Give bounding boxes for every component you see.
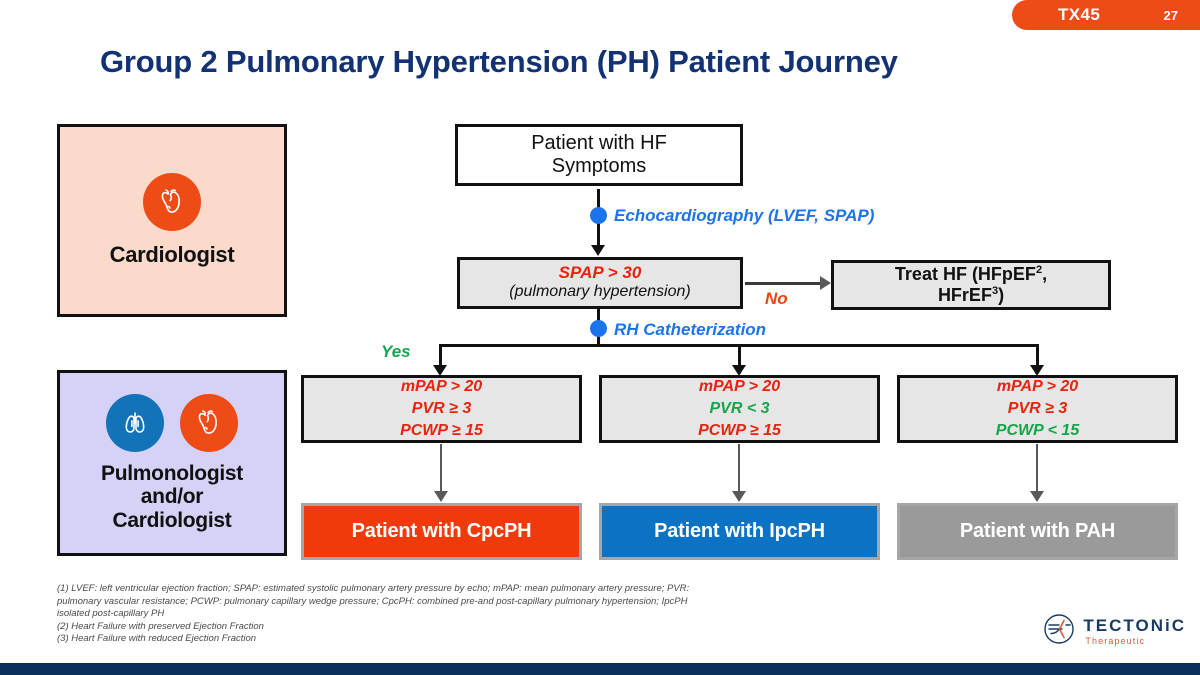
heart-icon [143,173,201,232]
role-icon-row-cardiologist [143,173,201,232]
criteria-ipcph-line-1: mPAP > 20 [698,377,781,395]
slide-page-number: 27 [1163,7,1178,23]
logo-tagline: Therapeutic [1085,636,1146,646]
flow-node-treat-hf: Treat HF (HFpEF2, HFrEF3) [831,260,1111,310]
treat-hf-prefix: Treat HF (HFpEF [894,264,1036,285]
step-label-rh-catheterization: RH Catheterization [614,320,767,339]
page-title: Group 2 Pulmonary Hypertension (PH) Pati… [100,44,898,79]
footnote-line-3: isolated post-capillary PH [57,608,165,620]
outcome-box-ipcph: Patient with IpcPH [599,503,880,560]
step-label-echocardiography: Echocardiography (LVEF, SPAP) [614,206,875,225]
company-logo: TECTONiC Therapeutic [1042,612,1186,651]
criteria-cpcph-line-2: PVR ≥ 3 [411,399,472,417]
spap-threshold-text: SPAP > 30 [558,263,642,283]
footnote-line-5: (3) Heart Failure with reduced Ejection … [57,633,257,645]
criteria-pah-line-3: PCWP < 15 [995,422,1080,440]
criteria-cpcph-line-3: PCWP ≥ 15 [400,422,483,440]
connector-pah [1036,444,1038,494]
outcome-box-cpcph: Patient with CpcPH [301,503,582,560]
role-panel-pulmonologist: Pulmonologist and/or Cardiologist [57,370,287,556]
lungs-icon [106,393,164,452]
branch-label-no: No [765,289,788,308]
criteria-ipcph-line-2: PVR < 3 [709,399,770,417]
role-label-cardiologist: Cardiologist [109,242,235,268]
criteria-box-ipcph: mPAP > 20 PVR < 3 PCWP ≥ 15 [599,375,880,443]
footnote-line-2: pulmonary vascular resistance; PCWP: pul… [57,595,688,607]
slide-code-badge: TX45 27 [1012,0,1200,30]
treat-hf-line2-suffix: ) [998,285,1005,305]
connector-cpcph [440,444,442,494]
branch-label-yes: Yes [381,342,411,361]
footnote-line-4: (2) Heart Failure with preserved Ejectio… [57,620,264,632]
arrowhead-branch-mid [732,365,746,376]
tectonic-mark-icon [1042,612,1076,651]
logo-company-name: TECTONiC [1083,616,1186,635]
connector-branch-right-drop [1036,344,1039,368]
role-label-line-3: Cardiologist [112,508,232,532]
criteria-cpcph-line-1: mPAP > 20 [400,377,483,395]
treat-hf-line-1: Treat HF (HFpEF2, [895,264,1047,285]
arrowhead-start-to-spap [591,245,605,256]
criteria-box-pah: mPAP > 20 PVR ≥ 3 PCWP < 15 [897,375,1178,443]
treat-hf-line2-prefix: HFrEF [937,285,992,305]
role-label-line-1: Pulmonologist [101,461,243,485]
connector-spap-to-treat [745,282,822,285]
arrowhead-pah [1030,491,1044,502]
outcome-box-pah: Patient with PAH [897,503,1178,560]
arrowhead-branch-right [1030,365,1044,376]
footnotes: (1) LVEF: left ventricular ejection frac… [57,583,857,646]
flow-node-spap-decision: SPAP > 30 (pulmonary hypertension) [457,257,743,309]
flow-node-start-line-2: Symptoms [551,155,647,177]
flow-node-start-line-1: Patient with HF [531,131,667,154]
bottom-accent-bar [0,663,1200,675]
connector-branch-left-drop [439,344,442,368]
flow-node-start: Patient with HF Symptoms [455,124,743,186]
treat-hf-comma: , [1042,264,1048,285]
step-dot-rh-catheterization [590,320,607,337]
heart-icon [180,393,238,452]
role-panel-cardiologist: Cardiologist [57,124,287,317]
arrowhead-ipcph [732,491,746,502]
step-dot-echocardiography [590,207,607,224]
treat-hf-sup-1: 2 [1035,264,1043,277]
spap-subtitle-text: (pulmonary hypertension) [509,283,691,301]
criteria-ipcph-line-3: PCWP ≥ 15 [698,422,781,440]
footnote-line-1: (1) LVEF: left ventricular ejection frac… [57,583,690,594]
arrowhead-cpcph [434,491,448,502]
slide-code-label: TX45 [1058,5,1101,24]
treat-hf-line-2: HFrEF3) [938,285,1004,306]
role-icon-row-pulmonologist [106,393,238,452]
logo-text-block: TECTONiC Therapeutic [1083,617,1186,646]
criteria-box-cpcph: mPAP > 20 PVR ≥ 3 PCWP ≥ 15 [301,375,582,443]
criteria-pah-line-2: PVR ≥ 3 [1007,399,1068,417]
role-label-pulmonologist: Pulmonologist and/or Cardiologist [101,462,243,533]
role-label-line-2: and/or [140,485,204,509]
connector-ipcph [738,444,740,494]
criteria-pah-line-1: mPAP > 20 [996,377,1079,395]
connector-branch-mid-drop [738,344,741,368]
arrowhead-spap-to-treat [820,276,831,290]
treat-hf-sup-2: 3 [991,285,999,297]
arrowhead-branch-left [433,365,447,376]
